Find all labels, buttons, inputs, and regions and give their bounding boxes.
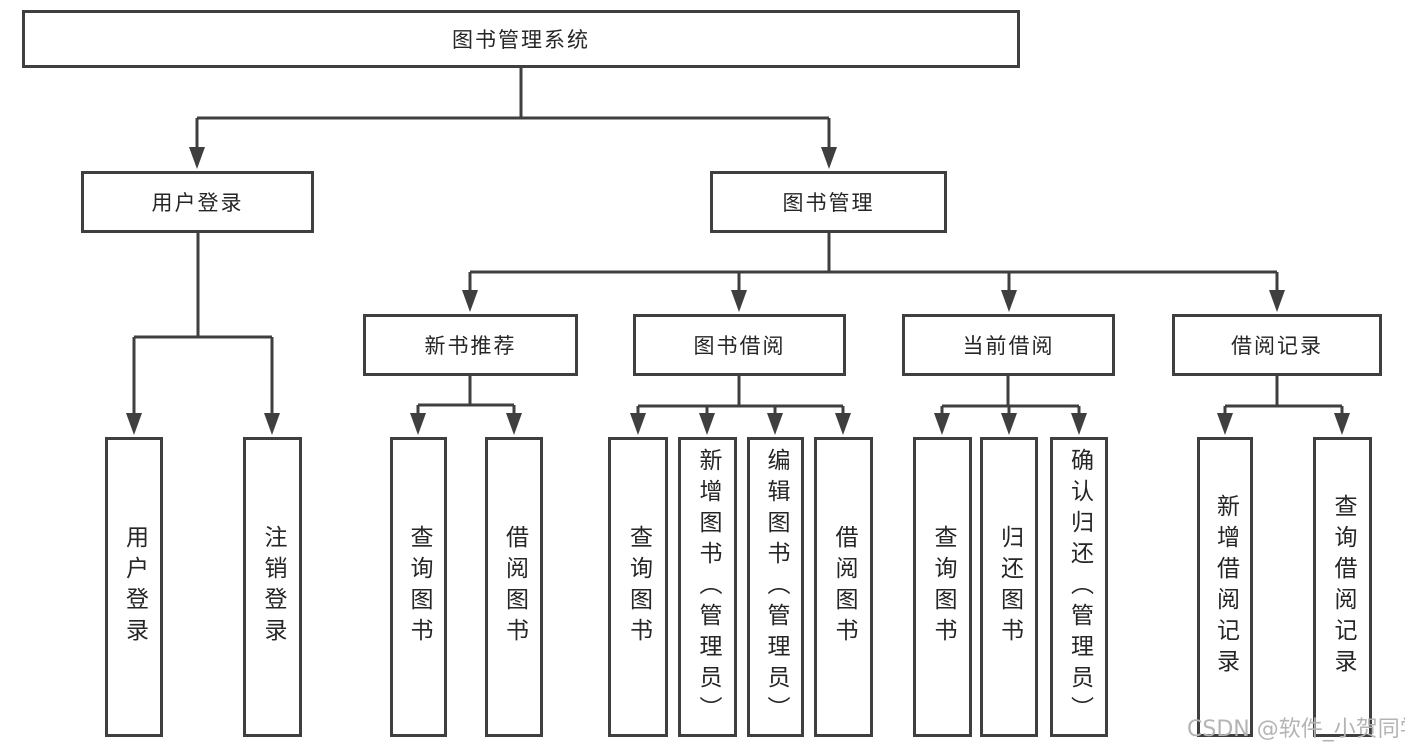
leaf-query-books-1-label: 查询图书 [406, 525, 432, 649]
arrowheads [126, 147, 1350, 435]
node-library-system-label: 图书管理系统 [452, 28, 590, 52]
node-book-management-label: 图书管理 [782, 191, 875, 215]
leaf-add-borrow-record-label: 新增借阅记录 [1212, 494, 1239, 680]
leaf-logout-label: 注销登录 [260, 525, 286, 649]
node-book-management: 图书管理 [710, 171, 947, 233]
node-borrow-records: 借阅记录 [1172, 314, 1382, 376]
leaf-user-login: 用户登录 [105, 437, 163, 737]
leaf-borrow-books-1: 借阅图书 [485, 437, 543, 737]
leaf-borrow-books-2-label: 借阅图书 [831, 525, 857, 649]
leaf-logout: 注销登录 [243, 437, 302, 737]
leaf-query-books-1: 查询图书 [390, 437, 447, 737]
csdn-watermark: CSDN @软件_小贺同学 [1187, 717, 1405, 742]
node-user-login-label: 用户登录 [151, 191, 244, 215]
node-book-borrow: 图书借阅 [633, 314, 846, 376]
leaf-query-books-3: 查询图书 [913, 437, 972, 737]
leaf-edit-books-admin: 编辑图书（管理员） [747, 437, 804, 737]
leaf-add-books-admin: 新增图书（管理员） [678, 437, 737, 737]
node-borrow-records-label: 借阅记录 [1231, 334, 1323, 358]
leaf-confirm-return-admin: 确认归还（管理员） [1050, 437, 1108, 737]
leaf-user-login-label: 用户登录 [121, 525, 148, 649]
leaf-return-books: 归还图书 [980, 437, 1038, 737]
leaf-confirm-return-admin-label: 确认归还（管理员） [1066, 447, 1093, 727]
leaf-query-books-2: 查询图书 [608, 437, 668, 737]
leaf-return-books-label: 归还图书 [996, 525, 1023, 649]
leaf-edit-books-admin-label: 编辑图书（管理员） [763, 447, 789, 727]
node-library-system: 图书管理系统 [22, 10, 1020, 68]
node-new-book-recommend-label: 新书推荐 [424, 334, 517, 358]
leaf-borrow-books-1-label: 借阅图书 [501, 525, 528, 649]
leaf-add-books-admin-label: 新增图书（管理员） [695, 447, 721, 727]
leaf-add-borrow-record: 新增借阅记录 [1197, 437, 1253, 737]
node-current-borrow-label: 当前借阅 [962, 334, 1055, 358]
node-book-borrow-label: 图书借阅 [693, 334, 786, 358]
leaf-query-borrow-record-label: 查询借阅记录 [1330, 494, 1356, 680]
leaf-query-books-3-label: 查询图书 [930, 525, 956, 649]
node-user-login: 用户登录 [81, 171, 314, 233]
leaf-query-books-2-label: 查询图书 [625, 525, 652, 649]
node-current-borrow: 当前借阅 [902, 314, 1115, 376]
leaf-borrow-books-2: 借阅图书 [814, 437, 873, 737]
node-new-book-recommend: 新书推荐 [363, 314, 578, 376]
leaf-query-borrow-record: 查询借阅记录 [1313, 437, 1372, 737]
